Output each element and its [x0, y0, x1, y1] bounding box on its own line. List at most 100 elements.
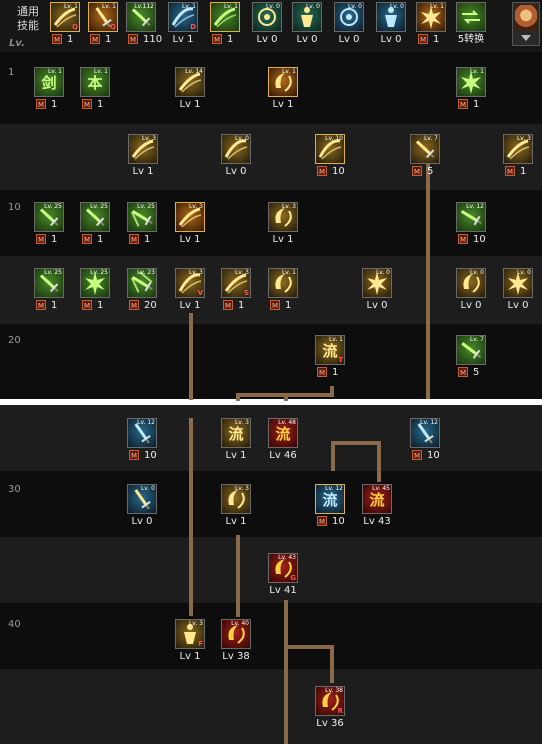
skill-max-level: Lv. 0: [234, 135, 249, 142]
mastered-badge-icon: M: [129, 234, 139, 244]
skill-level-caption: 5转换: [455, 33, 487, 46]
skill-level-value: Lv 0: [338, 34, 360, 45]
skill-icon-eye-tile[interactable]: Lv. 0: [334, 2, 364, 32]
skill-icon-swirl-strike-tile[interactable]: Lv. 3: [221, 484, 251, 514]
skill-icon-slash-spark-tile[interactable]: Lv. 1: [456, 67, 486, 97]
skill-icon-body-tile[interactable]: Lv. 0: [376, 2, 406, 32]
skill-icon-triple-wave-tile[interactable]: Lv. 3: [503, 134, 533, 164]
skill-icon-upward-slash-tile[interactable]: Lv. 14: [175, 67, 205, 97]
skill-icon-sword-swirl-tile[interactable]: Lv. 7: [456, 335, 486, 365]
skill-level-value: Lv 0: [380, 34, 402, 45]
skill-level-value: 1: [51, 300, 58, 311]
skill-icon-blade-tile[interactable]: Lv. 25: [34, 202, 64, 232]
mastered-badge-icon: M: [128, 34, 138, 44]
skill-max-level: Lv. 0: [140, 485, 155, 492]
mastered-badge-icon: M: [418, 34, 428, 44]
skill-level-value: Lv 41: [269, 585, 297, 596]
skill-level-value: Lv 1: [132, 166, 154, 177]
skill-icon-sword-mastery-tile[interactable]: Lv.112: [126, 2, 156, 32]
tier-band: [0, 603, 542, 669]
skill-level-value: 1: [238, 300, 245, 311]
skill-icon-blade-tile[interactable]: Lv. 25: [80, 202, 110, 232]
skill-icon-swap-skill-tile[interactable]: [456, 2, 486, 32]
skill-connector: [426, 152, 430, 399]
mastered-badge-icon: M: [82, 300, 92, 310]
row-level-label: 30: [8, 484, 21, 495]
skill-icon-runner-tile[interactable]: Lv. 0: [292, 2, 322, 32]
skill-connector: [330, 386, 334, 397]
skill-icon-blue-sword-tile[interactable]: Lv. 12: [410, 418, 440, 448]
skill-icon-wind-cut-tile[interactable]: Lv. 10: [315, 134, 345, 164]
skill-icon-sword-shield-tile[interactable]: Lv. 7: [410, 134, 440, 164]
skill-max-level: Lv. 38: [325, 687, 343, 694]
skill-level-value: 1: [433, 34, 440, 45]
mastered-badge-icon: M: [36, 300, 46, 310]
skill-max-level: Lv. 1: [281, 269, 296, 276]
skill-icon-burst-tile[interactable]: Lv. 25: [80, 268, 110, 298]
skill-icon-spin-slash-tile[interactable]: Lv. 3: [268, 202, 298, 232]
skill-icon-crescent-cut-tile[interactable]: Lv. 1: [268, 67, 298, 97]
skill-level-value: 1: [97, 99, 104, 110]
skill-level-value: Lv 0: [507, 300, 529, 311]
skill-icon-leap-cooldown-tile[interactable]: Lv. 1: [210, 2, 240, 32]
skill-level-caption: Lv 46: [267, 449, 299, 462]
row-level-label: 1: [8, 67, 15, 78]
skill-icon-cross-spark-tile[interactable]: Lv. 0: [362, 268, 392, 298]
skill-level-value: Lv 1: [272, 234, 294, 245]
skill-level-value: 1: [105, 34, 112, 45]
skill-level-value: 1: [67, 34, 74, 45]
row-level-label: 40: [8, 619, 21, 630]
skill-level-caption: Lv 0: [502, 299, 534, 312]
skill-icon-target-tile[interactable]: Lv. 0: [252, 2, 282, 32]
skill-icon-triple-wave-tile[interactable]: Lv. 3: [128, 134, 158, 164]
skill-level-value: 1: [285, 300, 292, 311]
skill-icon-hook-slash-tile[interactable]: Lv. 1: [268, 268, 298, 298]
skill-hotkey: T: [338, 356, 343, 364]
skill-icon-blade-tile[interactable]: Lv. 25: [34, 268, 64, 298]
character-portrait-button[interactable]: [512, 2, 540, 46]
skill-level-caption: Lv 1: [267, 98, 299, 111]
skill-icon-dash-arrow-tile[interactable]: Lv. 0: [221, 134, 251, 164]
skill-hotkey: G: [290, 574, 296, 582]
skill-icon-triple-blade-tile[interactable]: Lv. 23: [127, 268, 157, 298]
skill-icon-cross-slash-tile[interactable]: Lv. 3: [175, 202, 205, 232]
skill-level-value: Lv 0: [131, 516, 153, 527]
skill-max-level: Lv. 12: [325, 485, 343, 492]
skill-icon-sword-line-tile[interactable]: Lv. 0: [127, 484, 157, 514]
skill-icon-flame-burst-tile[interactable]: Lv. 1: [416, 2, 446, 32]
svg-text:流: 流: [322, 491, 337, 509]
skill-icon-flame-slash-tile[interactable]: Lv. 0: [503, 268, 533, 298]
skill-level-value: 1: [520, 166, 527, 177]
skill-icon-sword-spark-tile[interactable]: Lv. 12: [456, 202, 486, 232]
skill-level-caption: Lv 0: [455, 299, 487, 312]
skill-icon-crescent-moon-tile[interactable]: Lv. 0: [456, 268, 486, 298]
skill-icon-blue-sword-tile[interactable]: Lv. 12: [127, 418, 157, 448]
skill-icon-red-swirl-tile[interactable]: Lv. 40: [221, 619, 251, 649]
skill-connector: [284, 393, 288, 401]
row-level-label: 10: [8, 202, 21, 213]
skill-hotkey: V: [197, 289, 203, 297]
skill-icon-double-blade-tile[interactable]: Lv. 25: [127, 202, 157, 232]
